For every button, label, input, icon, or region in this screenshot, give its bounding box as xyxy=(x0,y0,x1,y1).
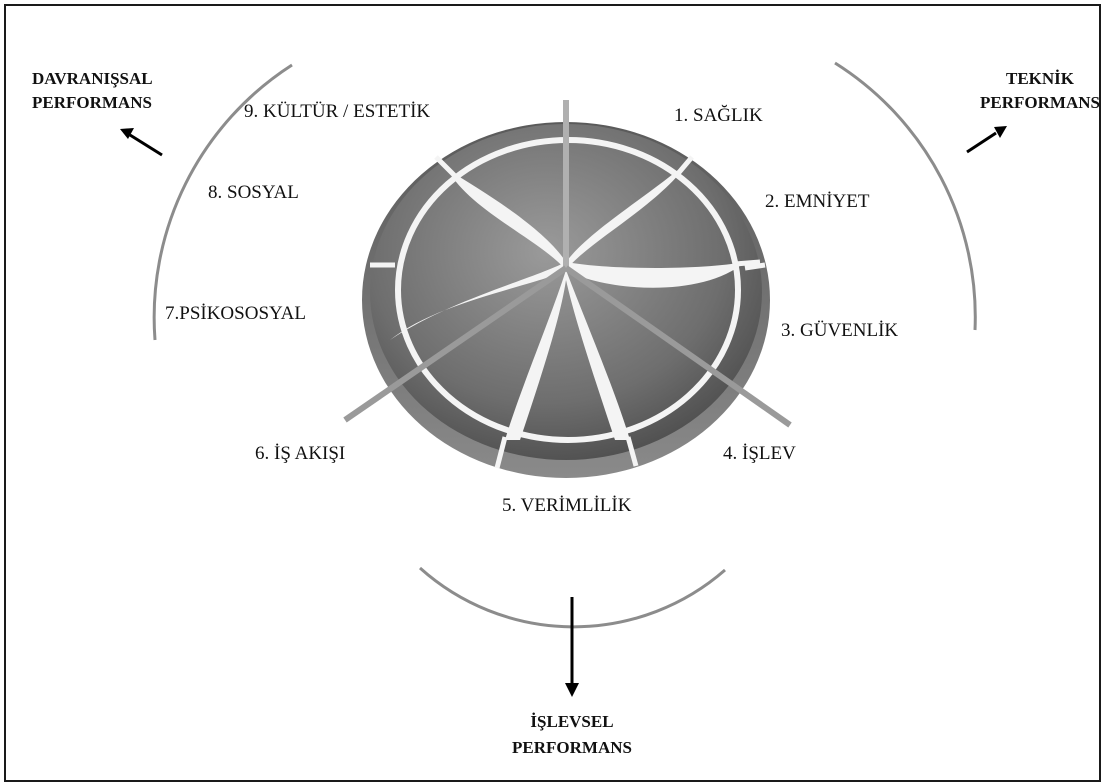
arrow-icon xyxy=(120,128,162,155)
functional-performance-title: İŞLEVSEL xyxy=(530,712,613,731)
functional-performance-subtitle: PERFORMANS xyxy=(512,738,632,757)
technical-performance-subtitle: PERFORMANS xyxy=(980,93,1100,112)
arrow-icon xyxy=(565,597,579,697)
segment-label-psychosocial: 7.PSİKOSOSYAL xyxy=(165,303,306,324)
technical-performance-title: TEKNİK xyxy=(1006,69,1075,88)
arrow-icon xyxy=(967,126,1007,152)
segment-label-health: 1. SAĞLIK xyxy=(674,104,763,126)
behavioral-performance-title: DAVRANIŞSAL xyxy=(32,69,153,88)
segment-label-function: 4. İŞLEV xyxy=(723,443,796,464)
segment-label-workflow: 6. İŞ AKIŞI xyxy=(255,443,345,464)
segment-label-social: 8. SOSYAL xyxy=(208,182,299,203)
segment-label-efficiency: 5. VERİMLİLİK xyxy=(502,495,632,516)
segment-label-security: 3. GÜVENLİK xyxy=(781,320,898,341)
segment-label-culture-aesthetic: 9. KÜLTÜR / ESTETİK xyxy=(244,101,430,122)
segment-label-safety: 2. EMNİYET xyxy=(765,191,870,212)
performance-wheel xyxy=(345,100,790,478)
behavioral-performance-subtitle: PERFORMANS xyxy=(32,93,152,112)
